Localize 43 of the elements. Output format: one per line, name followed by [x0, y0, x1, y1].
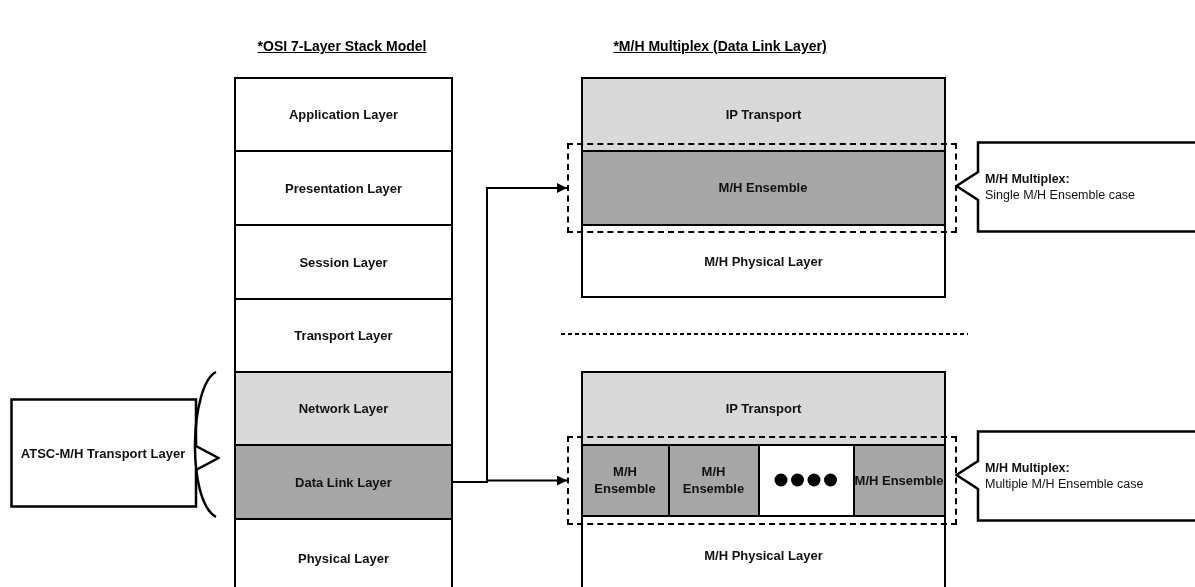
layer-label: IP Transport [725, 106, 802, 123]
layer-box [234, 371, 453, 446]
layer-label: ATSC-M/H Transport Layer [19, 444, 187, 462]
layer-box [234, 77, 453, 152]
layer-box [581, 224, 946, 298]
layer-label: IP Transport [725, 400, 802, 417]
callout-box [10, 398, 220, 508]
layer-box [234, 444, 453, 520]
layer-label: Data Link Layer [295, 473, 392, 491]
section-heading: *M/H Multiplex (Data Link Layer) [613, 38, 827, 54]
callout-box [955, 141, 1195, 233]
callout-heading: M/H Multiplex: [985, 171, 1070, 187]
layer-label: Network Layer [298, 400, 389, 417]
layer-box [580, 443, 670, 517]
callout-heading: M/H Multiplex: [985, 460, 1070, 476]
layer-box [234, 298, 453, 373]
layer-box [581, 371, 946, 446]
dashed-group-outline [567, 436, 957, 525]
layer-box [667, 443, 760, 517]
connector-arrow [452, 475, 568, 486]
layer-label: M/H Ensemble [681, 463, 746, 497]
layer-label: M/H Physical Layer [704, 252, 823, 270]
callout-text: Multiple M/H Ensemble case [985, 476, 1144, 492]
layer-box [234, 150, 453, 226]
layer-box [852, 443, 946, 517]
callout-text: Single M/H Ensemble case [985, 187, 1136, 203]
layer-label: Transport Layer [294, 327, 393, 344]
layer-label: Application Layer [288, 106, 399, 123]
layer-label: M/H Physical Layer [704, 546, 823, 564]
layer-label: M/H Ensemble [593, 463, 657, 497]
dashed-group-outline [567, 143, 957, 233]
section-heading: *OSI 7-Layer Stack Model [257, 38, 427, 54]
layer-label: Session Layer [299, 253, 388, 271]
layer-box [581, 77, 946, 152]
layer-box [581, 515, 946, 587]
callout-box [955, 430, 1195, 522]
layer-label: Presentation Layer [284, 179, 402, 197]
layer-box [234, 224, 453, 300]
layer-box [234, 518, 453, 587]
layer-label: M/H Ensemble [854, 471, 944, 489]
layer-box [580, 149, 946, 226]
layer-label: Physical Layer [297, 549, 390, 567]
layer-label: M/H Ensemble [718, 179, 808, 196]
